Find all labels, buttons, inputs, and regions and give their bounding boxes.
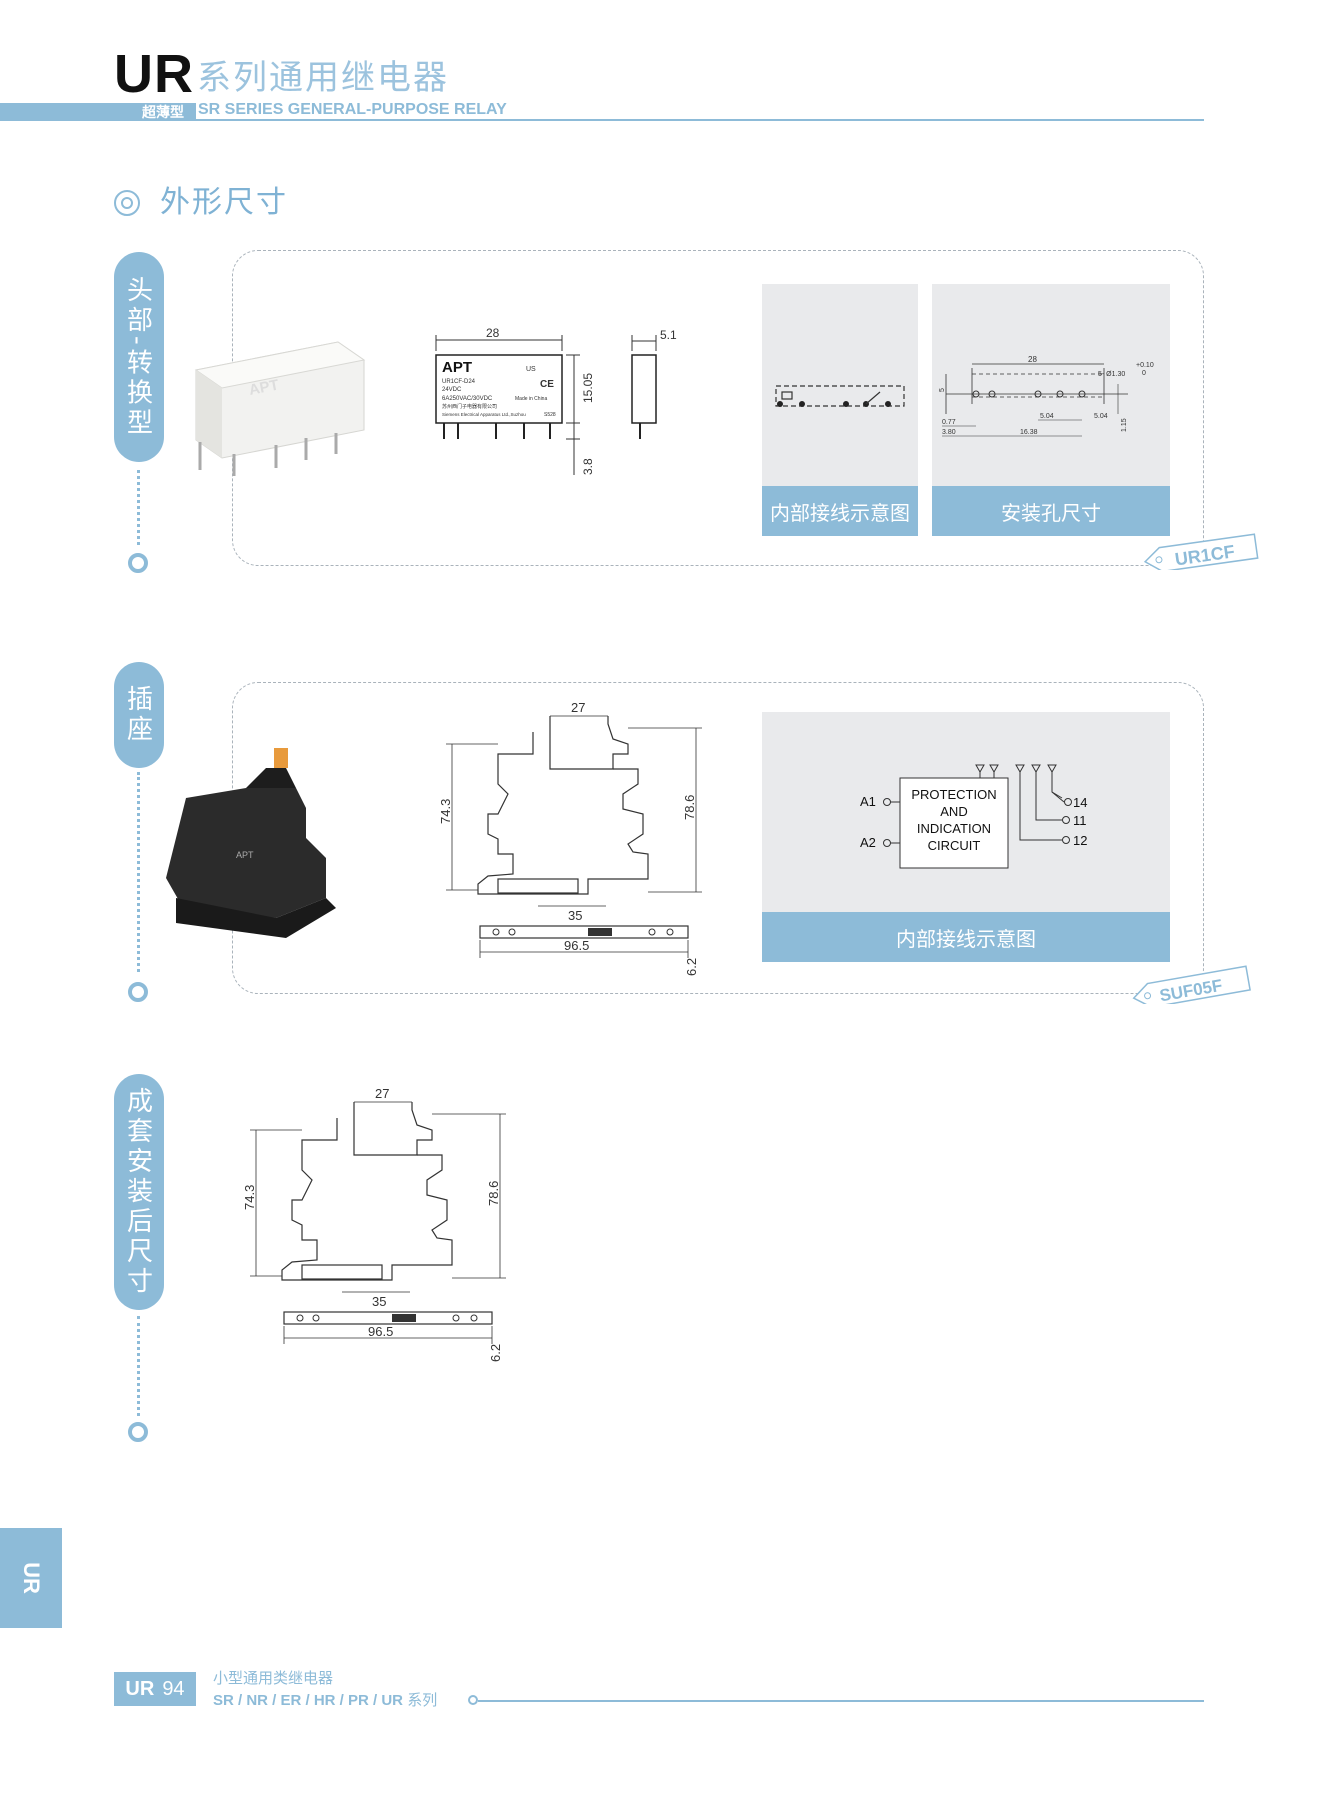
mount-c: 16.38 — [1020, 429, 1038, 436]
relay-side-drawing: 5.1 — [631, 328, 677, 439]
footer-prefix: UR — [125, 1677, 155, 1700]
mount-e: 5.04 — [1094, 413, 1108, 420]
relay-front-drawing: 28 APT US CE UR1CF-D24 24VDC 6A250VAC/30… — [435, 326, 595, 475]
ring-icon — [128, 982, 148, 1002]
socket-dim-bottom: 35 — [568, 908, 582, 923]
socket-dim-length: 96.5 — [564, 938, 589, 953]
assembly-dim-left: 74.3 — [242, 1185, 257, 1210]
relay-mount-caption: 安装孔尺寸 — [932, 486, 1170, 536]
header-sub-cn: 超薄型 — [142, 104, 184, 120]
socket-dim-top: 27 — [571, 700, 585, 715]
dotted-line — [137, 1316, 140, 1416]
socket-dim-thick: 6.2 — [684, 958, 699, 976]
mount-tol-plus: +0.10 — [1136, 362, 1154, 369]
side-tab: UR — [0, 1528, 62, 1628]
assembly-dim-thick: 6.2 — [488, 1344, 503, 1362]
footer-series-codes: SR / NR / ER / HR / PR / UR — [213, 1692, 404, 1709]
socket-photo-brand: APT — [236, 850, 254, 860]
print-maker-en: Siemens Electrical Apparatus Ltd.,Suzhou — [442, 412, 526, 417]
socket-wiring-caption: 内部接线示意图 — [762, 912, 1170, 962]
footer-series-suffix: 系列 — [407, 1692, 438, 1709]
relay-photo: APT — [194, 341, 366, 476]
print-voltage: 24VDC — [442, 387, 462, 393]
socket-dim-left: 74.3 — [438, 799, 453, 824]
dim-thickness: 5.1 — [660, 328, 677, 342]
dim-height: 15.05 — [581, 373, 595, 403]
print-maker-cn: 苏州西门子电器有限公司 — [442, 403, 497, 410]
side-tab-text: UR — [19, 1562, 44, 1594]
ring-icon — [128, 1422, 148, 1442]
mount-height: 5 — [939, 388, 946, 392]
print-brand: APT — [442, 359, 472, 376]
assembly-section-label: 成套安装后尺寸 — [114, 1074, 164, 1310]
section-title: 外形尺寸 — [160, 186, 288, 219]
header-rule — [196, 119, 1204, 121]
assembly-dim-bottom: 35 — [372, 1294, 386, 1309]
footer-dot-icon — [468, 1695, 478, 1705]
footer-page-box: UR 94 — [114, 1672, 196, 1706]
relay-wiring-diagram — [775, 385, 905, 407]
assembly-dim-length: 96.5 — [368, 1324, 393, 1339]
socket-dim-right: 78.6 — [682, 795, 697, 820]
relay-mount-box: 28 5- Ø1.30 +0.10 0 5 0.77 3.80 16.38 5.… — [932, 284, 1170, 536]
socket-photo: APT — [166, 748, 336, 938]
circuit-line-4: CIRCUIT — [928, 838, 981, 853]
mount-d: 5.04 — [1040, 413, 1054, 420]
relay-section-label: 头部-转换型 — [114, 252, 164, 462]
assembly-dim-right: 78.6 — [486, 1181, 501, 1206]
circuit-line-2: AND — [940, 804, 967, 819]
socket-section-label: 插座 — [114, 662, 164, 768]
cert-us: US — [526, 366, 536, 373]
mount-hole-diagram: 28 5- Ø1.30 +0.10 0 5 0.77 3.80 16.38 5.… — [939, 355, 1154, 437]
target-icon — [114, 190, 140, 216]
ring-icon — [128, 553, 148, 573]
mount-hole: 5- Ø1.30 — [1098, 371, 1125, 378]
footer-rule — [478, 1700, 1204, 1702]
tag-ur1cf: UR1CF — [1143, 533, 1259, 570]
circuit-line-3: INDICATION — [917, 821, 991, 836]
relay-wiring-caption: 内部接线示意图 — [762, 486, 918, 536]
circuit-t12: 12 — [1073, 833, 1087, 848]
dim-width: 28 — [486, 326, 500, 340]
dotted-line — [137, 470, 140, 545]
header-title-main: UR — [114, 44, 194, 104]
print-rating: 6A250VAC/30VDC — [442, 396, 493, 402]
header-bar — [0, 103, 196, 121]
footer-cn-title: 小型通用类继电器 — [213, 1670, 334, 1687]
circuit-t11: 11 — [1073, 813, 1087, 828]
cert-ce: CE — [540, 379, 554, 390]
socket-drawing: 27 74.3 78.6 35 96.5 6.2 — [438, 700, 702, 976]
mount-pitch: 28 — [1028, 355, 1037, 364]
relay-photo-brand: APT — [248, 377, 281, 399]
socket-wiring-box: PROTECTION AND INDICATION CIRCUIT A1 A2 … — [762, 712, 1170, 962]
dim-pin: 3.8 — [581, 458, 595, 475]
print-origin: Made in China — [515, 396, 547, 402]
dotted-line — [137, 772, 140, 972]
circuit-a2: A2 — [860, 835, 876, 850]
header-sub-en: SR SERIES GENERAL-PURPOSE RELAY — [198, 101, 507, 118]
circuit-t14: 14 — [1073, 795, 1087, 810]
circuit-diagram: PROTECTION AND INDICATION CIRCUIT A1 A2 … — [860, 764, 1087, 869]
print-model: UR1CF-D24 — [442, 379, 476, 385]
mount-b: 3.80 — [942, 429, 956, 436]
footer-series: SR / NR / ER / HR / PR / UR 系列 — [213, 1692, 437, 1710]
assembly-drawing: 27 74.3 78.6 35 96.5 6.2 — [242, 1086, 506, 1362]
mount-tol-zero: 0 — [1142, 370, 1146, 377]
header-title-cn: 系列通用继电器 — [197, 59, 449, 97]
footer-page-number: 94 — [162, 1677, 185, 1700]
circuit-a1: A1 — [860, 794, 876, 809]
relay-wiring-box: 内部接线示意图 — [762, 284, 918, 536]
assembly-dim-top: 27 — [375, 1086, 389, 1101]
tag-suf05f: SUF05F — [1132, 965, 1251, 1004]
print-code: S528 — [544, 412, 556, 418]
mount-a: 0.77 — [942, 419, 956, 426]
circuit-line-1: PROTECTION — [911, 787, 996, 802]
mount-f: 1.15 — [1121, 418, 1128, 432]
